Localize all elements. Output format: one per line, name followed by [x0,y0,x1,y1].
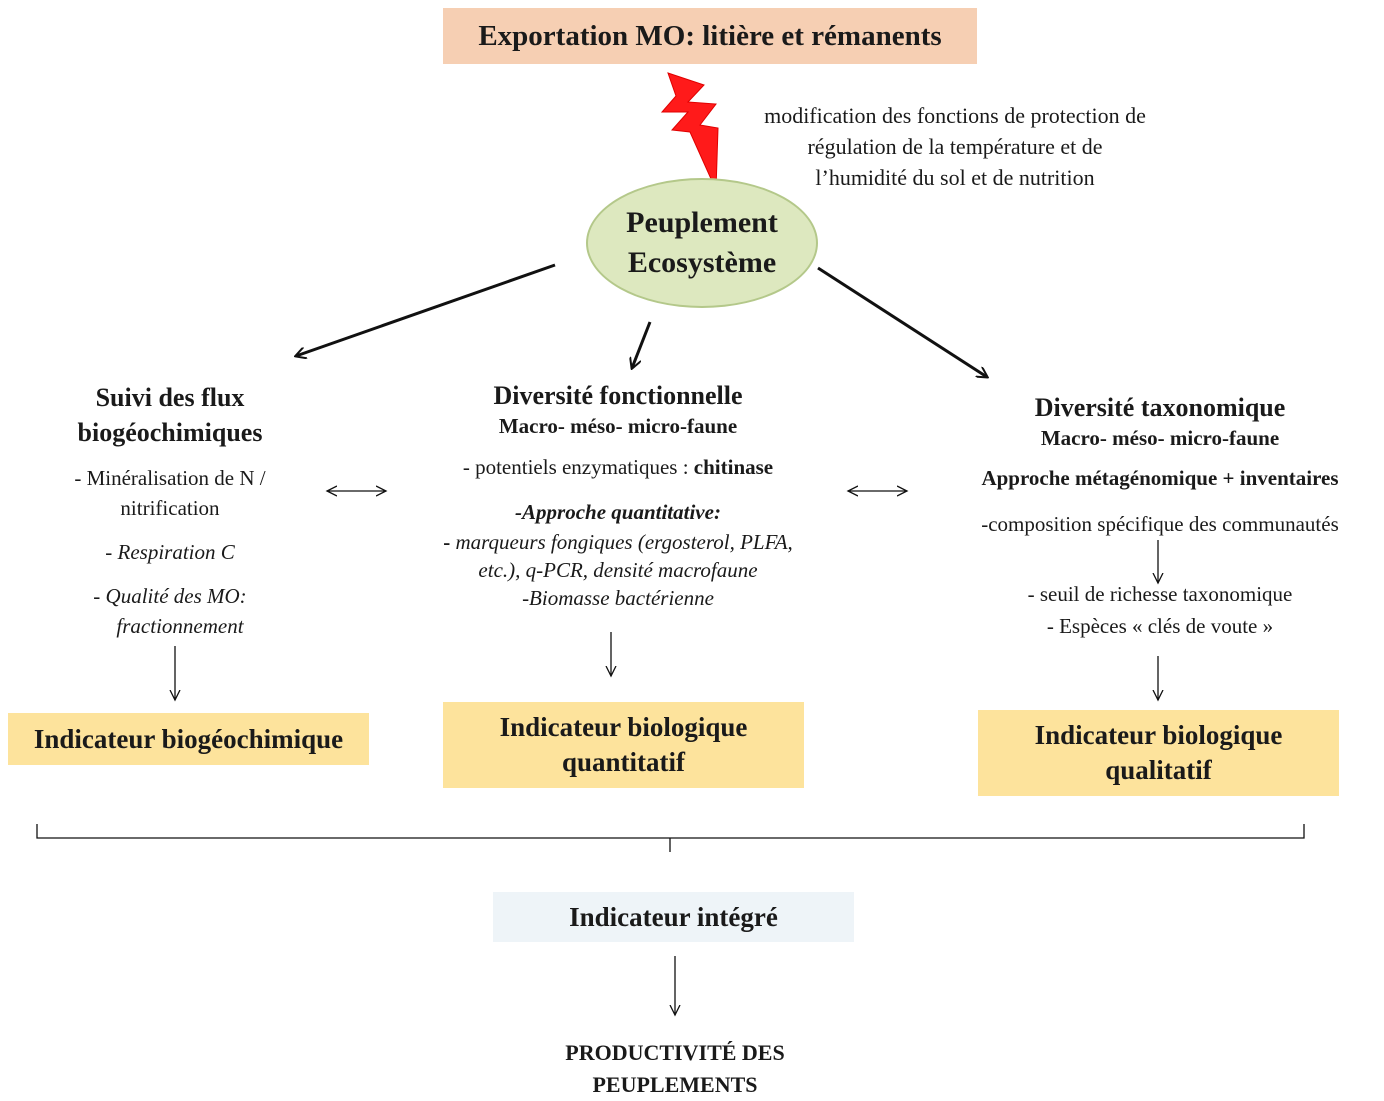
right-subtitle: Macro- méso- micro-faune [1040,426,1280,450]
potentiels-text: - potentiels enzymatiques : [462,455,694,479]
final-line: PEUPLEMENTS [592,1072,758,1097]
ellipse-line: Peuplement [626,206,778,239]
middle-potentiels: - potentiels enzymatiques : chitinase [418,453,818,482]
final-productivity: PRODUCTIVITÉ DES PEUPLEMENTS [475,1037,875,1101]
left-title-line: Suivi des flux [95,383,245,412]
indicator-label: qualitatif [1105,755,1212,785]
right-especes: - Espèces « clés de voute » [1046,614,1274,638]
left-item-mineralisation: - Minéralisation de N / [74,466,266,490]
ellipse-line: Ecosystème [627,246,777,279]
indicator-qualitative: Indicateur biologique qualitatif [978,710,1339,796]
marqueurs-text: marqueurs fongiques (ergosterol, PLFA, [455,530,793,554]
left-item-qualite: - Qualité des MO: [93,584,247,608]
lightning-icon [660,72,719,191]
right-title: Diversité taxonomique [1034,393,1286,422]
right-composition: -composition spécifique des communautés [981,512,1339,536]
indicator-label: Indicateur biologique [1034,720,1283,750]
note-line: modification des fonctions de protection… [764,103,1146,128]
ecosystem-ellipse: Peuplement Ecosystème [586,178,818,308]
arrow-to-middle [632,321,652,368]
arrow-to-left [296,263,556,356]
note-line: l’humidité du sol et de nutrition [815,165,1095,190]
middle-subtitle: Macro- méso- micro-faune [498,414,738,438]
middle-title: Diversité fonctionnelle [493,381,743,410]
grouping-bracket [36,824,1305,839]
marqueurs-dash: - [443,530,456,554]
indicator-integrated: Indicateur intégré [493,892,854,942]
indicator-label: Indicateur intégré [569,901,778,932]
modification-note: modification des fonctions de protection… [730,100,1180,193]
right-approche: Approche métagénomique + inventaires [981,466,1339,490]
left-item-nitrification: nitrification [120,496,220,520]
left-item-fractionnement: fractionnement [116,614,244,638]
middle-qpcr: etc.), q-PCR, densité macrofaune [478,558,758,582]
indicator-biogeochemical: Indicateur biogéochimique [8,713,369,765]
top-box: Exportation MO: litière et rémanents [443,8,977,64]
indicator-label: quantitatif [561,747,686,777]
note-line: régulation de la température et de [807,134,1103,159]
left-item-respiration: - Respiration C [105,540,235,564]
arrow-to-right [817,266,987,377]
middle-approche: -Approche quantitative: [515,500,721,524]
left-title-line: biogéochimiques [77,418,263,447]
chitinase-text: chitinase [693,455,774,479]
right-seuil: - seuil de richesse taxonomique [1027,582,1293,606]
top-box-label: Exportation MO: litière et rémanents [478,19,942,52]
middle-biomasse: -Biomasse bactérienne [522,586,714,610]
indicator-label: Indicateur biogéochimique [33,723,344,754]
final-line: PRODUCTIVITÉ DES [565,1040,785,1065]
indicator-quantitative: Indicateur biologique quantitatif [443,702,804,788]
middle-marqueurs: - marqueurs fongiques (ergosterol, PLFA, [408,528,828,557]
indicator-label: Indicateur biologique [499,712,748,742]
left-title: Suivi des flux biogéochimiques [40,380,300,450]
